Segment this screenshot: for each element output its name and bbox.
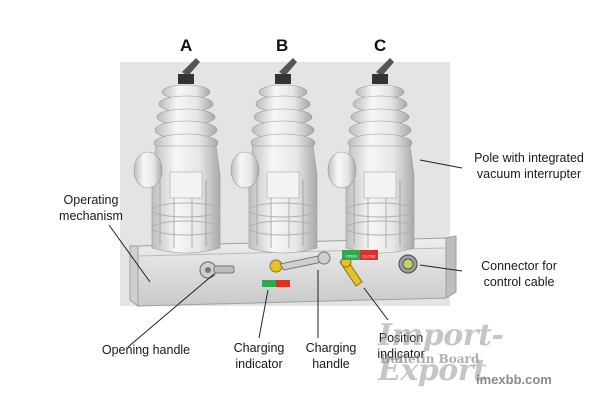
pole-label-a: A	[180, 36, 193, 55]
position-indicator-close	[360, 250, 378, 260]
connector-label-line-1: Connector for	[481, 259, 557, 273]
position-indicator-line-2: indicator	[377, 347, 425, 361]
operating-label-line-1: Operating	[63, 193, 119, 207]
charging-indicator-green	[262, 280, 276, 287]
charging-handle-label: Charging handle	[296, 340, 366, 372]
charging-indicator-line-1: Charging	[233, 341, 285, 355]
pole-label-c: C	[374, 36, 387, 55]
opening-handle-label: Opening handle	[101, 343, 191, 357]
position-indicator-line-1: Position	[378, 331, 424, 345]
pole-label-b: B	[276, 36, 289, 55]
watermark-site: Bulletin Board	[380, 352, 480, 366]
connector-label-line-2: control cable	[483, 275, 555, 289]
pole-label: Pole with integrated vacuum interrupter	[466, 150, 592, 182]
charging-handle-line-2: handle	[312, 357, 350, 371]
pole-label-line-2: vacuum interrupter	[476, 167, 582, 181]
pole-label-line-1: Pole with integrated	[474, 151, 584, 165]
operating-label-line-2: mechanism	[59, 209, 123, 223]
charging-indicator-line-2: indicator	[235, 357, 283, 371]
charging-indicator-label: Charging indicator	[224, 340, 294, 372]
indicator-close-text: CLOSE	[362, 254, 376, 259]
watermark-url: imexbb.com	[476, 372, 552, 387]
indicator-open-text: OPEN	[345, 254, 356, 259]
operating-mechanism-label: Operating mechanism	[46, 192, 136, 224]
charging-handle-line-1: Charging	[305, 341, 357, 355]
position-indicator-open	[342, 250, 360, 260]
watermark-brand: Import-Export	[378, 318, 504, 388]
position-indicator-label: Position indicator	[366, 330, 436, 362]
charging-indicator-red	[276, 280, 290, 287]
connector-label: Connector for control cable	[464, 258, 574, 290]
